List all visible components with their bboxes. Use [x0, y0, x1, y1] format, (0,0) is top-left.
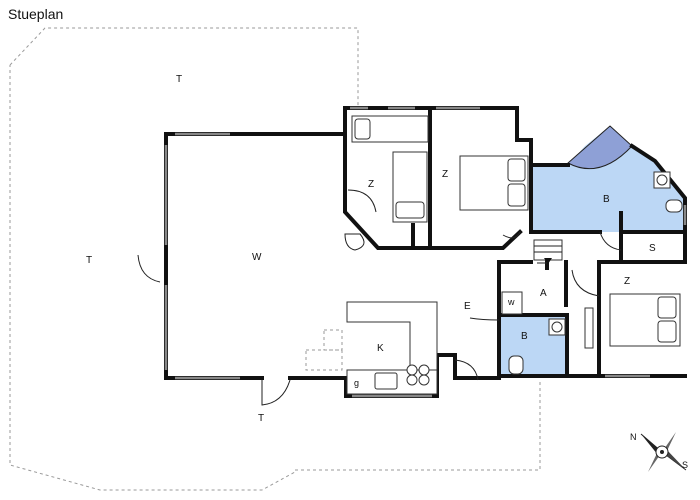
plot-outline	[9, 27, 541, 491]
label-living-room: W	[252, 252, 262, 263]
stairs	[533, 239, 563, 264]
label-wardrobe: S	[649, 243, 656, 254]
label-bathroom-2: B	[521, 331, 528, 342]
label-bedroom-3: Z	[624, 276, 630, 287]
label-utility: A	[540, 288, 547, 299]
label-bedroom-2: Z	[442, 169, 448, 180]
compass-north-label: N	[630, 432, 637, 442]
label-bathroom-1: B	[603, 194, 610, 205]
kitchen-counter	[305, 301, 438, 395]
interior-walls	[343, 106, 687, 378]
windows	[164, 106, 687, 398]
label-entrance: E	[464, 301, 471, 312]
label-terrace-left: T	[86, 255, 92, 266]
bathroom-fixtures	[501, 171, 683, 375]
doors	[137, 189, 622, 406]
label-bedroom-1: Z	[368, 179, 374, 190]
label-terrace-bottom: T	[258, 413, 264, 424]
bathroom-1-floor	[531, 126, 685, 232]
bed-room-3	[584, 293, 681, 349]
compass-south-label: S	[682, 460, 688, 470]
plan-title: Stueplan	[8, 6, 64, 22]
label-terrace-top: T	[176, 74, 182, 85]
bed-room-2	[459, 155, 529, 211]
bed-room-1	[351, 115, 429, 223]
label-laundry: w	[507, 297, 515, 307]
compass-rose: N S	[630, 432, 688, 472]
label-garbage: g	[354, 378, 359, 388]
label-kitchen: K	[377, 343, 384, 354]
